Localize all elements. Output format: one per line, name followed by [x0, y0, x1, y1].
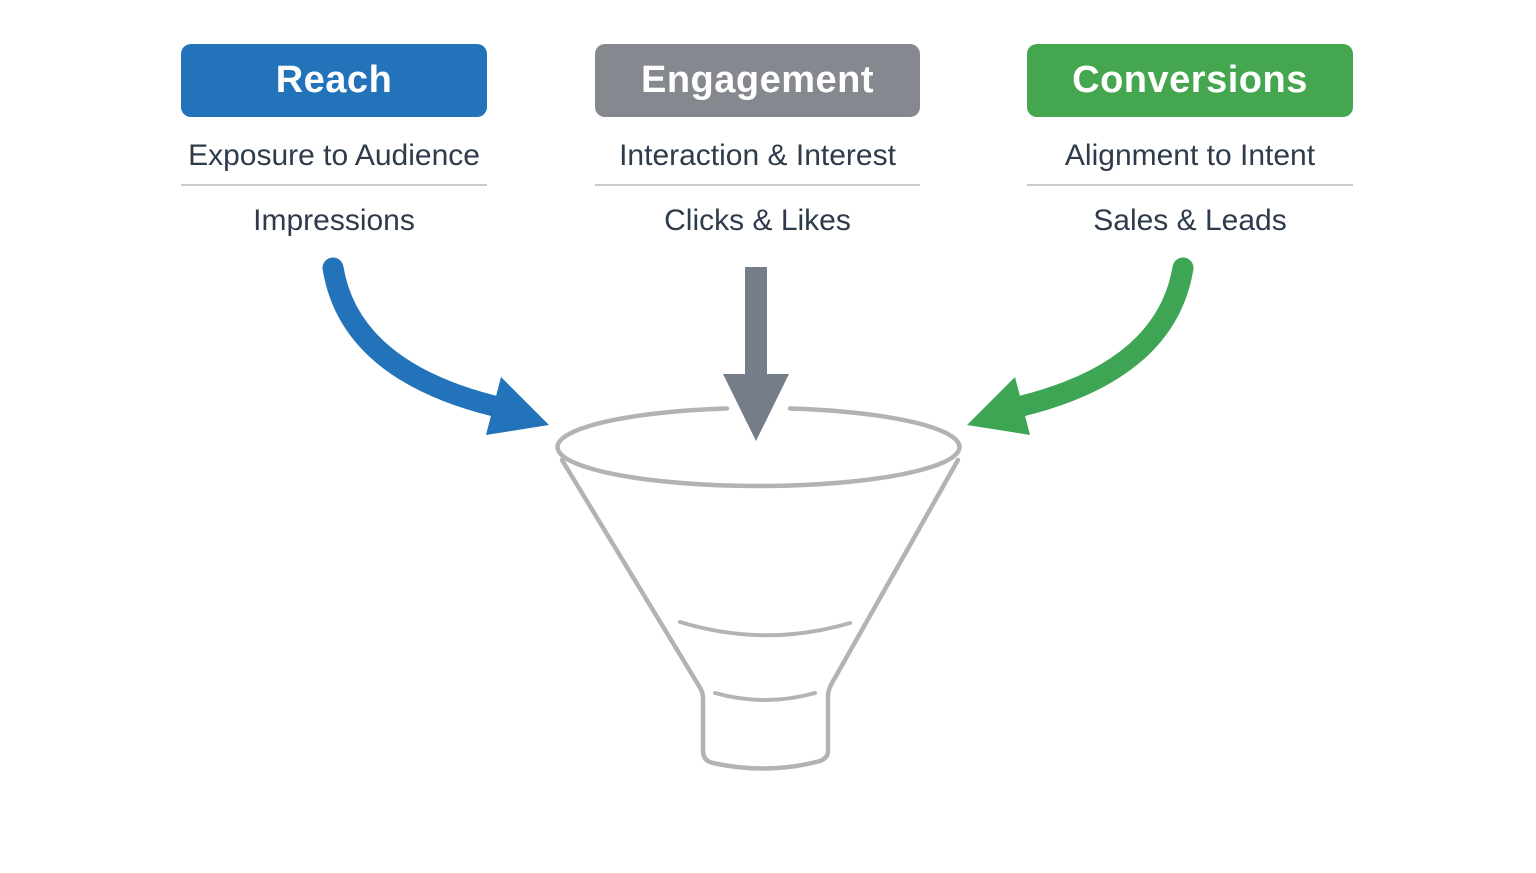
conversions-divider [1027, 184, 1353, 186]
reach-stage-badge: Reach [181, 44, 487, 117]
conversions-description: Alignment to Intent [1064, 139, 1316, 172]
conversions-arrow [967, 257, 1194, 435]
engagement-stage-badge: Engagement [595, 44, 920, 117]
engagement-description: Interaction & Interest [619, 139, 896, 172]
funnel-drawing [555, 406, 962, 771]
engagement-arrow [723, 267, 789, 441]
funnel-rim [555, 406, 962, 489]
funnel-body [559, 457, 961, 771]
reach-arrow-shaft [322, 257, 505, 417]
reach-divider [181, 184, 487, 186]
column-conversions: Conversions Alignment to Intent Sales & … [1027, 44, 1353, 240]
engagement-metric: Clicks & Likes [664, 204, 851, 237]
column-engagement: Engagement Interaction & Interest Clicks… [595, 44, 920, 240]
conversions-stage-badge: Conversions [1027, 44, 1353, 117]
conversions-arrowhead-icon [967, 377, 1030, 435]
funnel-level-line-upper [678, 620, 852, 638]
engagement-divider [595, 184, 920, 186]
engagement-arrowhead-icon [723, 267, 789, 441]
reach-arrowhead-icon [486, 377, 549, 435]
conversions-metric: Sales & Leads [1093, 204, 1287, 237]
reach-description: Exposure to Audience [188, 139, 480, 172]
reach-metric: Impressions [253, 204, 415, 237]
funnel-level-line-lower [713, 691, 817, 702]
conversions-arrow-shaft [1011, 257, 1194, 417]
column-reach: Reach Exposure to Audience Impressions [181, 44, 487, 240]
reach-arrow [322, 257, 549, 435]
